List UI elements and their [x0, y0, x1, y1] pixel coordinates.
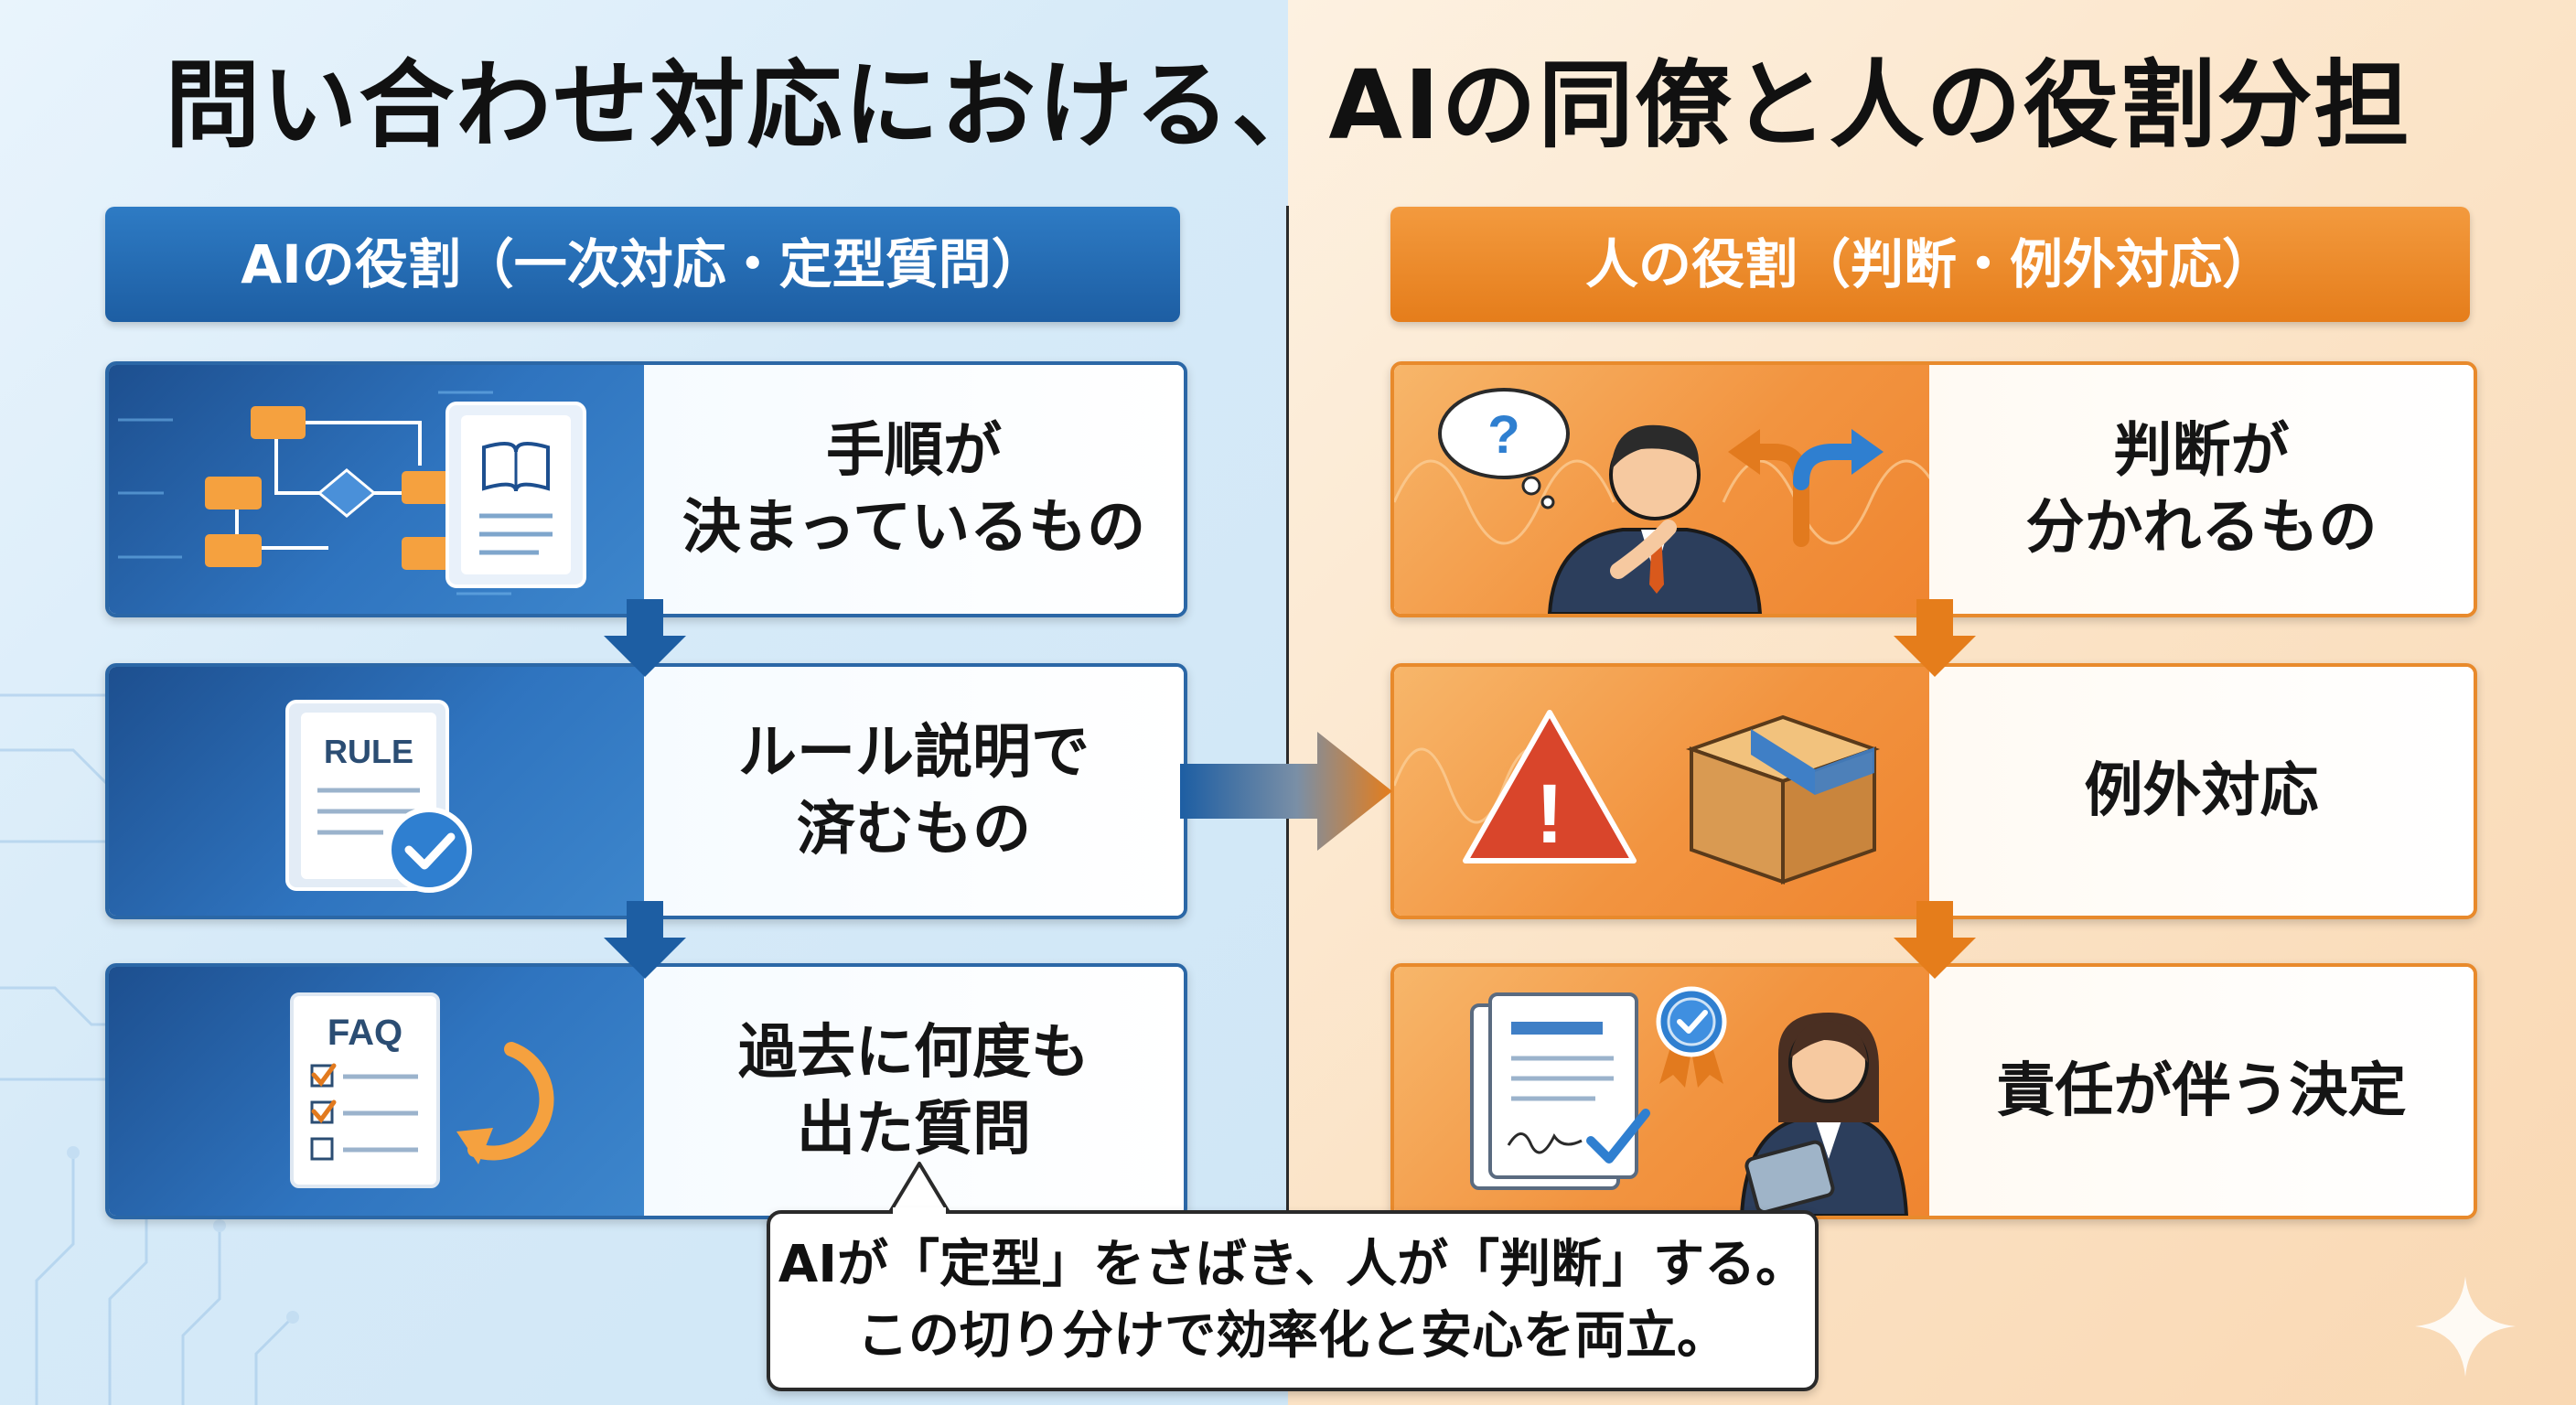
summary-callout-line1: AIが「定型」をさばき、人が「判断」する。	[778, 1235, 1808, 1294]
ai-card-procedure: 手順が 決まっているもの	[105, 361, 1187, 617]
human-down-arrow-1	[1894, 599, 1976, 677]
ai-down-arrow-1	[604, 599, 686, 677]
ai-card-rule-line2: 済むもの	[797, 796, 1031, 863]
page-title: 問い合わせ対応における、AIの同僚と人の役割分担	[165, 49, 2411, 161]
handoff-arrow	[1180, 732, 1392, 851]
human-card-responsibility-line1: 責任が伴う決定	[1996, 1057, 2407, 1125]
human-card-exception: ! 例外対応	[1390, 663, 2477, 919]
summary-callout-line2: この切り分けで効率化と安心を両立。	[857, 1306, 1728, 1366]
summary-callout: AIが「定型」をさばき、人が「判断」する。 この切り分けで効率化と安心を両立。	[767, 1210, 1819, 1391]
ai-card-rule: RULE ルール説明で 済むもの	[105, 663, 1187, 919]
human-card-exception-line1: 例外対応	[2084, 757, 2319, 825]
human-card-judgment-line2: 分かれるもの	[2025, 494, 2377, 562]
callout-tail-cover	[893, 1207, 946, 1220]
ai-role-header: AIの役割（一次対応・定型質問）	[105, 207, 1180, 322]
ai-card-rule-line1: ルール説明で	[738, 719, 1089, 787]
sparkle-icon	[2415, 1276, 2516, 1377]
ai-card-procedure-line2: 決まっているもの	[682, 494, 1146, 562]
rule-book-check-icon: RULE	[109, 667, 644, 916]
document-signature-icon	[1394, 967, 1929, 1216]
ai-down-arrow-2	[604, 901, 686, 979]
human-down-arrow-2	[1894, 901, 1976, 979]
rule-label: RULE	[324, 733, 413, 770]
faq-label: FAQ	[327, 1013, 402, 1053]
question-mark: ?	[1487, 405, 1519, 465]
callout-tail	[886, 1162, 953, 1217]
column-divider	[1286, 206, 1289, 1258]
ai-card-faq: FAQ 過去に何度も 出た質問	[105, 963, 1187, 1219]
human-card-judgment: ? 判断が 分かれるもの	[1390, 361, 2477, 617]
human-card-judgment-line1: 判断が	[2113, 417, 2290, 485]
ai-card-procedure-line1: 手順が	[826, 417, 1002, 485]
thinking-person-icon: ?	[1394, 365, 1929, 614]
human-card-responsibility: 責任が伴う決定	[1390, 963, 2477, 1219]
ai-card-faq-line2: 出た質問	[797, 1096, 1031, 1164]
flowchart-book-icon	[109, 365, 644, 614]
human-role-header: 人の役割（判断・例外対応）	[1390, 207, 2470, 322]
warning-box-icon: !	[1394, 667, 1929, 916]
faq-checklist-icon: FAQ	[109, 967, 644, 1216]
exclamation-mark: !	[1536, 767, 1564, 861]
ai-card-faq-line1: 過去に何度も	[738, 1019, 1089, 1087]
